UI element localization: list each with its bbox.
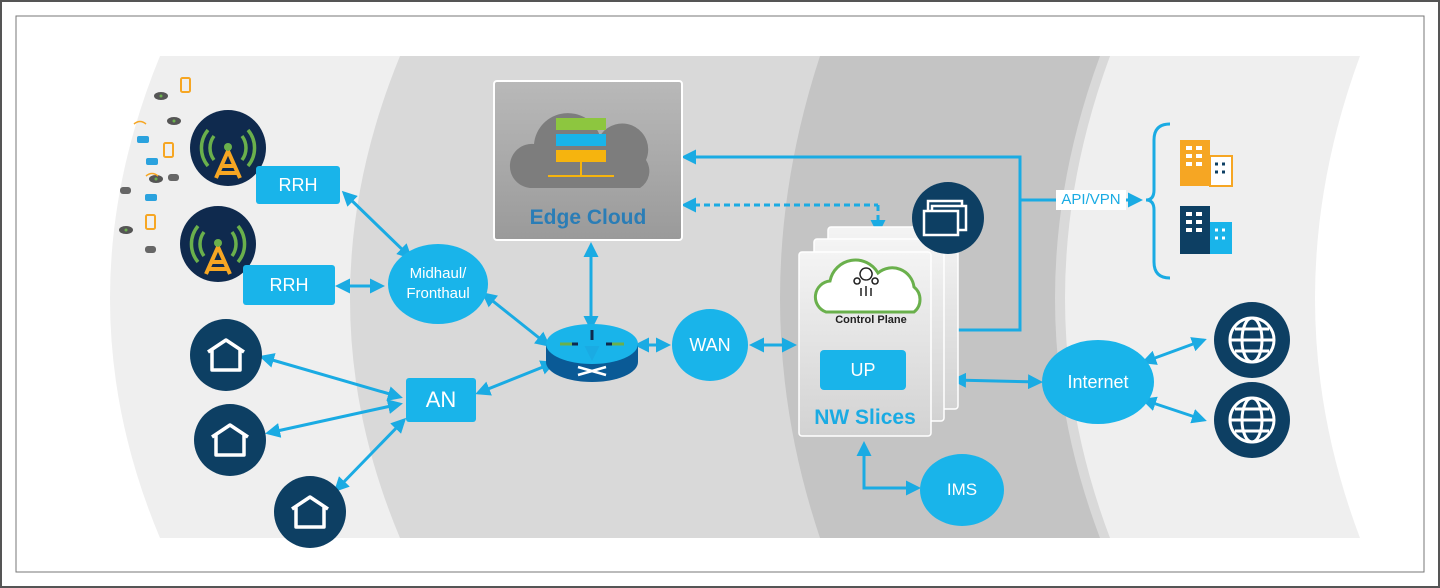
internet-oval (1042, 340, 1154, 424)
midhaul-label: Midhaul/ Fronthaul (406, 265, 470, 302)
vr-headset-icon (145, 246, 156, 253)
house-icon (190, 319, 262, 391)
globe-icon (1214, 302, 1290, 378)
wan-oval (672, 309, 748, 381)
rrh-box (243, 265, 335, 305)
up-box (820, 350, 906, 390)
phone-icon (145, 214, 156, 230)
control-plane-label: Control Plane (835, 314, 907, 326)
car-icon (137, 136, 149, 143)
edge-cloud-label: Edge Cloud (529, 206, 647, 229)
router-icon (546, 324, 638, 382)
vr-headset-icon (120, 187, 131, 194)
control-plane-cloud (813, 258, 922, 314)
rrh-box (256, 166, 340, 204)
cell-tower-icon (180, 206, 256, 282)
midhaul-oval (388, 244, 488, 324)
building-icon (1180, 206, 1232, 254)
nw-slices-label: NW Slices (814, 406, 916, 429)
car-icon (146, 158, 158, 165)
globe-icon (1214, 382, 1290, 458)
vr-headset-icon (168, 174, 179, 181)
api-vpn-label: API/VPN (1061, 191, 1121, 208)
api-vpn-label-bg (1056, 190, 1126, 210)
cell-tower-icon (190, 110, 266, 186)
ims-label: IMS (946, 480, 978, 499)
house-icon (194, 404, 266, 476)
internet-label: Internet (1067, 372, 1129, 392)
server-stack-icon (548, 118, 614, 177)
wan-label: WAN (689, 335, 731, 355)
enterprise-bracket (1145, 122, 1171, 280)
ims-oval (920, 454, 1004, 526)
house-icon (274, 476, 346, 548)
window-stack-icon (912, 182, 984, 254)
rrh-label: RRH (278, 175, 318, 195)
car-icon (145, 194, 157, 201)
rrh-label: RRH (269, 275, 309, 295)
phone-icon (163, 142, 174, 158)
an-label: AN (425, 387, 457, 412)
device-cluster (119, 77, 191, 253)
phone-icon (180, 77, 191, 93)
building-icon (1180, 140, 1233, 187)
connectors (259, 149, 1207, 496)
up-label: UP (850, 360, 876, 380)
an-box (406, 378, 476, 422)
